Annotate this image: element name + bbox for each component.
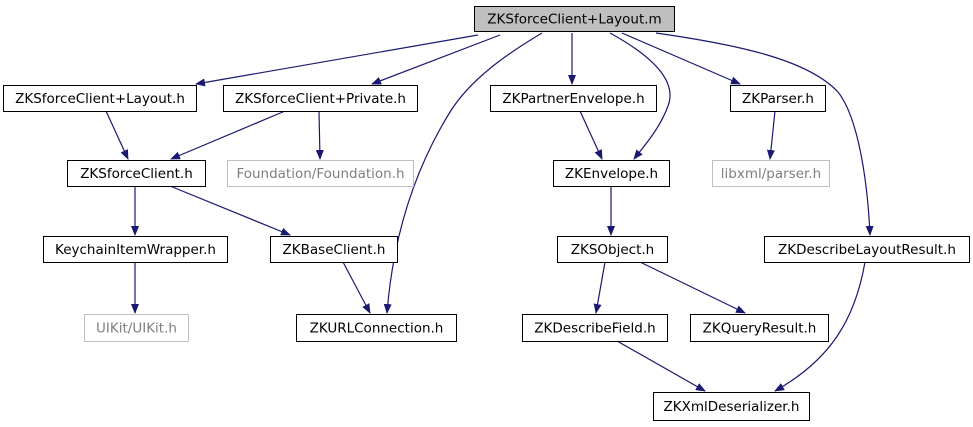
node-label: ZKQueryResult.h xyxy=(703,321,817,337)
node-label: ZKSforceClient+Layout.h xyxy=(15,91,185,107)
node-label: ZKEnvelope.h xyxy=(565,166,658,182)
edge-root-to-envelope_h xyxy=(609,32,671,160)
node-box xyxy=(43,236,228,263)
node-box xyxy=(84,314,189,342)
node-dlr-h[interactable]: ZKDescribeLayoutResult.h xyxy=(764,236,970,263)
node-private-h[interactable]: ZKSforceClient+Private.h xyxy=(223,85,418,112)
node-box xyxy=(764,236,970,263)
node-qresult-h[interactable]: ZKQueryResult.h xyxy=(690,314,829,342)
node-box xyxy=(67,160,206,187)
node-box xyxy=(474,6,675,32)
edge-sobject_h-to-qresult_h xyxy=(639,261,746,314)
node-root[interactable]: ZKSforceClient+Layout.m xyxy=(474,6,675,32)
edge-partner_h-to-envelope_h xyxy=(579,110,603,160)
node-box xyxy=(730,85,826,112)
edge-dfield_h-to-xmldes_h xyxy=(616,340,706,392)
node-baseclient-h[interactable]: ZKBaseClient.h xyxy=(270,236,398,263)
node-xmldes-h[interactable]: ZKXmlDeserializer.h xyxy=(653,392,810,421)
node-box xyxy=(3,85,197,112)
edge-client_h-to-baseclient_h xyxy=(169,185,291,236)
edge-private_h-to-client_h xyxy=(170,110,286,160)
node-label: Foundation/Foundation.h xyxy=(236,166,404,182)
node-label: libxml/parser.h xyxy=(721,166,821,182)
node-box xyxy=(296,314,457,342)
node-parser-h[interactable]: ZKParser.h xyxy=(730,85,826,112)
node-box xyxy=(270,236,398,263)
node-label: ZKSforceClient+Private.h xyxy=(235,91,406,107)
node-label: ZKSObject.h xyxy=(571,242,655,258)
node-keychain-h[interactable]: KeychainItemWrapper.h xyxy=(43,236,228,263)
edge-root-to-private_h xyxy=(371,34,501,85)
node-label: ZKXmlDeserializer.h xyxy=(664,399,800,415)
edge-root-to-parser_h xyxy=(621,32,741,85)
nodes-layer: ZKSforceClient+Layout.mZKSforceClient+La… xyxy=(3,6,970,421)
node-box xyxy=(490,85,657,112)
node-box xyxy=(690,314,829,342)
edge-private_h-to-foundation_h xyxy=(315,110,324,160)
edge-sobject_h-to-dfield_h xyxy=(593,261,606,314)
node-layout-h[interactable]: ZKSforceClient+Layout.h xyxy=(3,85,197,112)
node-envelope-h[interactable]: ZKEnvelope.h xyxy=(553,160,670,187)
node-box xyxy=(712,160,830,187)
node-partner-h[interactable]: ZKPartnerEnvelope.h xyxy=(490,85,657,112)
node-label: ZKDescribeField.h xyxy=(534,321,655,337)
node-label: KeychainItemWrapper.h xyxy=(55,242,216,258)
edge-baseclient_h-to-urlconn_h xyxy=(342,261,371,314)
node-libxml-h: libxml/parser.h xyxy=(712,160,830,187)
node-box xyxy=(522,314,668,342)
node-label: ZKDescribeLayoutResult.h xyxy=(778,242,956,258)
node-label: ZKURLConnection.h xyxy=(310,321,444,337)
node-foundation-h: Foundation/Foundation.h xyxy=(227,160,414,187)
node-box xyxy=(227,160,414,187)
edge-root-to-layout_h xyxy=(195,34,479,87)
edge-root-to-dlr_h xyxy=(655,32,874,236)
node-sobject-h[interactable]: ZKSObject.h xyxy=(557,236,668,263)
node-label: ZKBaseClient.h xyxy=(283,242,386,258)
edge-dlr_h-to-xmldes_h xyxy=(774,261,866,392)
node-box xyxy=(553,160,670,187)
node-label: ZKSforceClient+Layout.m xyxy=(487,12,661,28)
node-client-h[interactable]: ZKSforceClient.h xyxy=(67,160,206,187)
node-urlconn-h[interactable]: ZKURLConnection.h xyxy=(296,314,457,342)
node-label: ZKSforceClient.h xyxy=(80,166,193,182)
edge-parser_h-to-libxml_h xyxy=(766,110,776,160)
edges-layer xyxy=(105,32,874,392)
node-label: ZKPartnerEnvelope.h xyxy=(502,91,644,107)
node-label: ZKParser.h xyxy=(742,91,814,107)
node-box xyxy=(557,236,668,263)
node-box xyxy=(223,85,418,112)
node-box xyxy=(653,392,810,421)
edge-layout_h-to-client_h xyxy=(105,110,129,160)
node-dfield-h[interactable]: ZKDescribeField.h xyxy=(522,314,668,342)
node-uikit-h: UIKit/UIKit.h xyxy=(84,314,189,342)
node-label: UIKit/UIKit.h xyxy=(96,321,177,337)
